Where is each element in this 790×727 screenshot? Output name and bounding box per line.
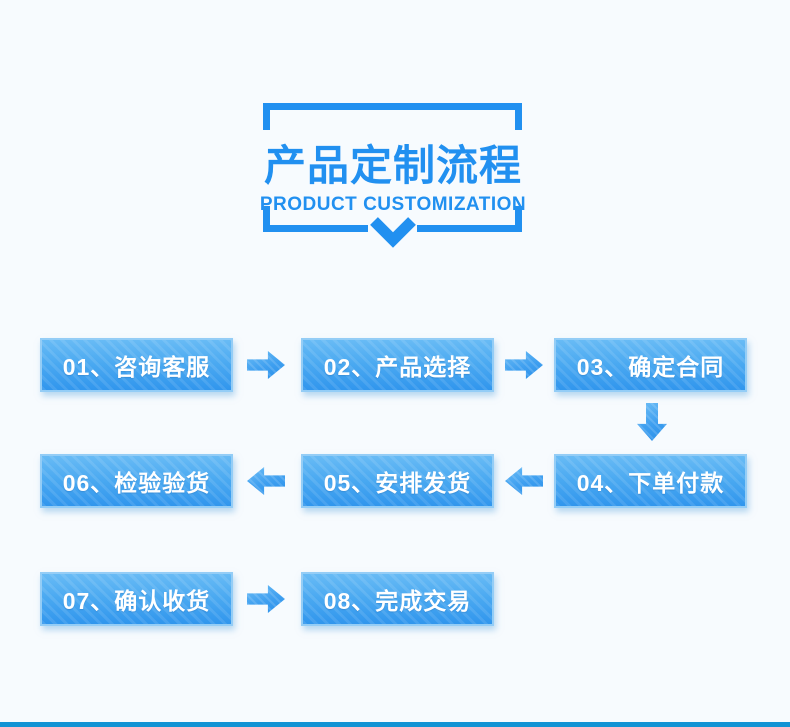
title-frame-bottom-right bbox=[417, 206, 522, 232]
flow-step-label: 06、检验验货 bbox=[62, 470, 211, 496]
flow-step-04: 04、下单付款 bbox=[554, 454, 747, 508]
page-title: 产品定制流程 bbox=[263, 142, 522, 189]
arrow-left-icon bbox=[247, 467, 285, 495]
flow-step-label: 05、安排发货 bbox=[323, 470, 472, 496]
flow-step-label: 07、确认收货 bbox=[62, 588, 211, 614]
page-subtitle: PRODUCT CUSTOMIZATION bbox=[259, 194, 527, 215]
flow-step-06: 06、检验验货 bbox=[40, 454, 233, 508]
arrow-down-icon bbox=[637, 403, 667, 441]
arrow-right-icon bbox=[247, 585, 285, 613]
flow-step-01: 01、咨询客服 bbox=[40, 338, 233, 392]
arrow-right-icon bbox=[247, 351, 285, 379]
flow-step-02: 02、产品选择 bbox=[301, 338, 494, 392]
bottom-accent-bar bbox=[0, 722, 790, 727]
flow-step-05: 05、安排发货 bbox=[301, 454, 494, 508]
chevron-down-icon bbox=[370, 217, 416, 248]
flow-step-label: 01、咨询客服 bbox=[62, 354, 211, 380]
title-frame-bottom-left bbox=[263, 206, 368, 232]
flow-step-label: 04、下单付款 bbox=[576, 470, 725, 496]
flow-step-03: 03、确定合同 bbox=[554, 338, 747, 392]
flow-step-07: 07、确认收货 bbox=[40, 572, 233, 626]
arrow-right-icon bbox=[505, 351, 543, 379]
arrow-left-icon bbox=[505, 467, 543, 495]
flow-step-label: 02、产品选择 bbox=[323, 354, 472, 380]
flow-step-08: 08、完成交易 bbox=[301, 572, 494, 626]
flow-step-label: 08、完成交易 bbox=[323, 588, 472, 614]
flow-step-label: 03、确定合同 bbox=[576, 354, 725, 380]
title-frame-top bbox=[263, 103, 522, 130]
